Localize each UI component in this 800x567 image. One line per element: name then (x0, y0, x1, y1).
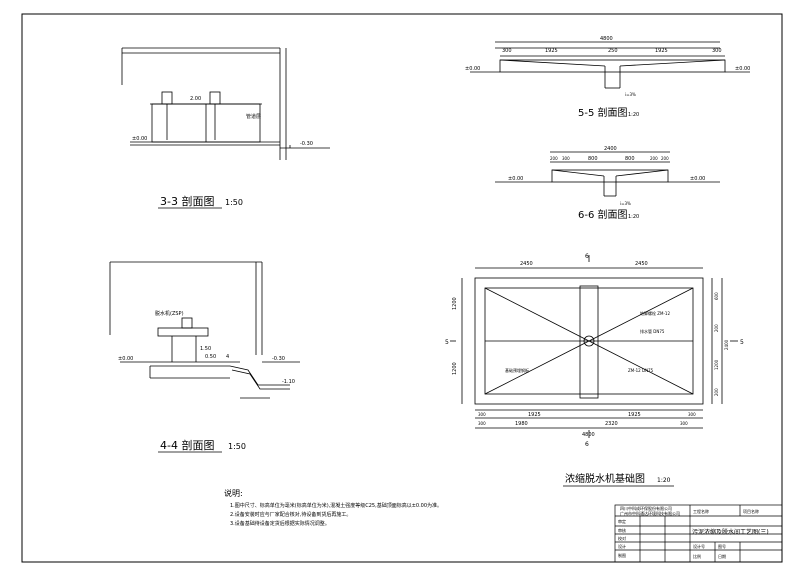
plan-right-dim-1: 200 (714, 324, 719, 332)
section-5-5 (470, 41, 750, 89)
plan-left-dim-1: 1200 (452, 362, 458, 375)
s55-dim-0: 4800 (600, 36, 613, 42)
section-3-3 (121, 47, 330, 160)
plan-top-dim-0: 2450 (520, 261, 533, 267)
tb-row-2: 校对 (618, 535, 626, 541)
plan-b1-2: 1925 (628, 412, 641, 418)
tb-cell-2: 设计号 (693, 543, 705, 549)
tb-row-1: 审核 (618, 527, 626, 533)
plan-mark-left: 5 (445, 339, 449, 346)
s66-dim-4: 800 (625, 156, 635, 162)
s66-dim-5: 200 (650, 156, 658, 161)
s33-level-0: ±0.00 (132, 136, 147, 142)
plan-mark-top: 6 (585, 253, 589, 260)
plan-left-dim-0: 1200 (452, 297, 458, 310)
s66-dim-1: 200 (550, 156, 558, 161)
drawing-frame (21, 13, 783, 563)
section-4-4 (109, 261, 300, 399)
notes-item-2: 3.设备基础待设备定货后根据实际情况调整。 (230, 520, 330, 527)
plan-drawing (450, 255, 738, 438)
plan-right-dim-3: 1200 (714, 359, 719, 370)
s55-level-1: ±0.00 (735, 66, 750, 72)
s33-dim: 2.00 (190, 96, 201, 102)
plan-b1-1: 1925 (528, 412, 541, 418)
tb-company: 四川中科成环保股份有限公司 (620, 505, 672, 511)
plan-right-dim-0: 600 (714, 292, 719, 300)
plan-bottom-total: 4800 (582, 432, 595, 438)
plan-b2-3: 300 (680, 421, 688, 426)
tb-company2: 广州市中科通达环境科技有限公司 (620, 510, 680, 516)
s33-level-1: -0.30 (300, 141, 313, 147)
tb-cell-1: 项目名称 (743, 508, 759, 514)
tb-cell-0: 工程名称 (693, 508, 709, 514)
plan-scale: 1:20 (657, 477, 671, 484)
s66-dim-2: 300 (562, 156, 570, 161)
notes-heading: 说明: (224, 488, 243, 498)
s66-scale: 1:20 (628, 214, 639, 220)
plan-b2-1: 1980 (515, 421, 528, 427)
plan-label-3: ZM-12 DN75 (628, 368, 654, 373)
s66-dim-0: 2400 (604, 146, 617, 152)
plan-label-2: 基础预埋钢板 (505, 367, 529, 373)
tb-row-0: 审定 (618, 518, 626, 524)
s66-level-1: ±0.00 (690, 176, 705, 182)
tb-cell-5: 日期 (718, 553, 726, 559)
s33-note: 管道层 (246, 113, 261, 120)
plan-right-dim-4: 200 (714, 388, 719, 396)
plan-top-dim-1: 2450 (635, 261, 648, 267)
s55-level-0: ±0.00 (465, 66, 480, 72)
title-block (614, 504, 783, 563)
tb-cell-3: 图号 (718, 543, 726, 549)
plan-b2-2: 2320 (605, 421, 618, 427)
s55-dim-4: 1925 (655, 48, 668, 54)
s55-scale: 1:20 (628, 112, 639, 118)
s44-scale: 1:50 (228, 442, 246, 451)
plan-title: 浓缩脱水机基础图 (565, 472, 645, 485)
s66-title: 6-6 剖面图 (578, 208, 628, 221)
s55-dim-5: 300 (712, 48, 722, 54)
s66-note: i=3% (620, 201, 631, 206)
tb-cell-4: 比例 (693, 553, 701, 559)
plan-right-dim-2: 2400 (724, 339, 729, 350)
s55-title: 5-5 剖面图 (578, 106, 628, 119)
s55-dim-1: 300 (502, 48, 512, 54)
plan-b1-3: 300 (688, 412, 696, 417)
plan-b2-0: 300 (478, 421, 486, 426)
notes-item-0: 1.图中尺寸、标高单位为毫米(标高单位为米),混凝土强度等级C25,基础顶面标高… (230, 502, 442, 509)
plan-mark-right: 5 (740, 339, 744, 346)
s44-level-1: -0.30 (272, 356, 285, 362)
s66-dim-6: 200 (661, 156, 669, 161)
s33-scale: 1:50 (225, 198, 243, 207)
plan-mark-bottom: 6 (585, 441, 589, 448)
s33-title: 3-3 剖面图 (160, 194, 214, 208)
s66-level-0: ±0.00 (508, 176, 523, 182)
notes-item-1: 2.设备安装时应与厂家配合核对,待设备到货后再施工。 (230, 511, 351, 518)
s44-dim-2: 4 (226, 354, 229, 360)
s55-dim-3: 250 (608, 48, 618, 54)
plan-label-0: 地脚螺栓 ZM-12 (640, 310, 670, 316)
s44-title: 4-4 剖面图 (160, 438, 214, 452)
s66-dim-3: 800 (588, 156, 598, 162)
tb-title: 污泥浓缩及脱水间工艺图(三) (692, 528, 769, 536)
s44-level-2: -1.10 (282, 379, 295, 385)
plan-b1-0: 300 (478, 412, 486, 417)
plan-label-1: 排水管 DN75 (640, 328, 665, 334)
s55-dim-2: 1925 (545, 48, 558, 54)
s44-label: 脱水机(ZSP) (155, 310, 184, 317)
s44-level-0: ±0.00 (118, 356, 133, 362)
s44-dim-0: 1.50 (200, 346, 211, 352)
s44-dim-1: 0.50 (205, 354, 216, 360)
tb-row-4: 制图 (618, 552, 626, 558)
tb-row-3: 设计 (618, 543, 626, 549)
s55-note: i=3% (625, 92, 636, 97)
section-6-6 (495, 151, 720, 197)
